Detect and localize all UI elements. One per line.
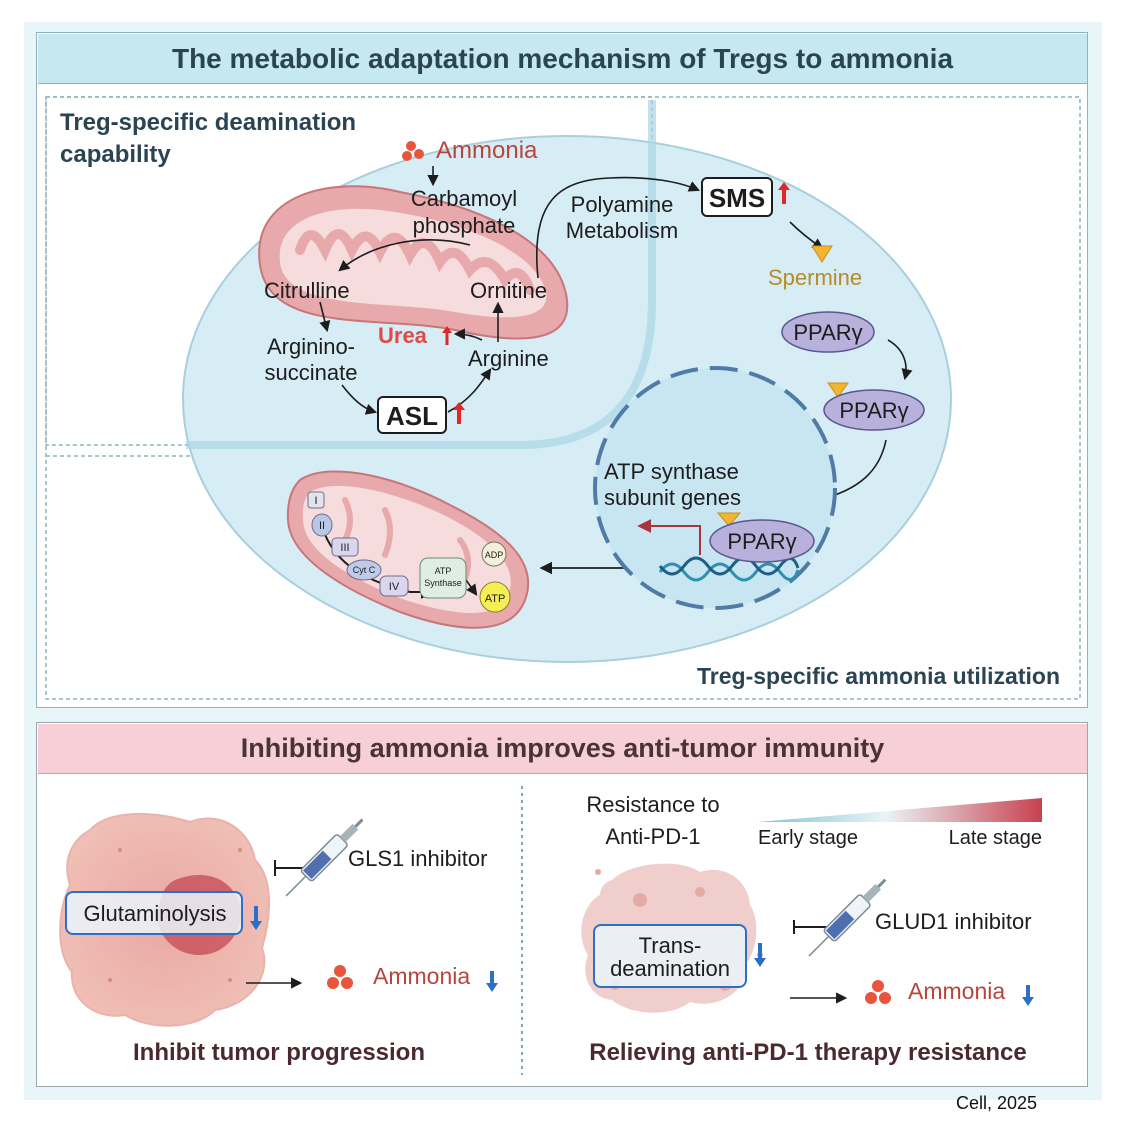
adp-shape — [481, 541, 507, 567]
left-caption: Inhibit tumor progression — [133, 1039, 425, 1066]
resistance-label-1: Resistance to — [586, 792, 719, 817]
cell-divider — [186, 100, 656, 449]
bottom-title: Inhibiting ammonia improves anti-tumor i… — [240, 733, 885, 763]
top-header: The metabolic adaptation mechanism of Tr… — [38, 34, 1087, 84]
spermine-label: Spermine — [768, 265, 862, 290]
carbamoyl-label-1: Carbamoyl — [411, 186, 517, 211]
ornitine-label: Ornitine — [470, 278, 547, 303]
asl-label: ASL — [386, 401, 438, 431]
atp-genes-label-1: ATP synthase — [604, 459, 739, 484]
ammonia-icon-right — [865, 980, 891, 1004]
polyamine-label-1: Polyamine — [571, 192, 674, 217]
adp-label: ADP — [485, 550, 504, 560]
sms-box — [701, 177, 773, 217]
urea-label: Urea — [378, 323, 428, 348]
ppar-2-label: PPARγ — [839, 398, 908, 423]
ppar-3-shape — [709, 519, 815, 563]
glutaminolysis-box — [65, 891, 243, 935]
atp-shape — [479, 581, 511, 613]
resistance-label-2: Anti-PD-1 — [605, 824, 700, 849]
transdeamination-box — [593, 924, 747, 988]
glud1-inhibitor-label: GLUD1 inhibitor — [875, 909, 1032, 934]
ammonia-right-down-arrow-icon — [1022, 985, 1034, 1006]
cytc-label: Cyt C — [353, 565, 376, 575]
ammonia-icon-top — [402, 141, 424, 161]
ammonia-left-label: Ammonia — [373, 963, 470, 989]
right-caption: Relieving anti-PD-1 therapy resistance — [589, 1039, 1026, 1066]
atp-genes-label-2: subunit genes — [604, 485, 741, 510]
gls1-inhibitor-label: GLS1 inhibitor — [348, 846, 487, 871]
glutaminolysis-label: Glutaminolysis — [83, 901, 226, 926]
complex-iv-label: IV — [389, 581, 400, 593]
bottom-header: Inhibiting ammonia improves anti-tumor i… — [38, 724, 1087, 774]
atp-synthase-label-1: ATP — [435, 566, 452, 576]
stage-gradient-wedge — [758, 798, 1042, 822]
ammonia-icon-left — [327, 965, 353, 989]
citrulline-label: Citrulline — [264, 278, 350, 303]
ppar-2-shape — [823, 389, 925, 431]
urea-up-arrow-icon — [442, 326, 452, 345]
arginino-label-2: succinate — [265, 360, 358, 385]
figure-title: The metabolic adaptation mechanism of Tr… — [171, 42, 954, 74]
ppar-3-ligand-icon — [716, 512, 742, 527]
ppar-1-label: PPARγ — [793, 320, 862, 345]
transcription-arrow — [637, 519, 701, 555]
syringe-right-icon — [793, 878, 887, 957]
asl-box — [377, 396, 447, 434]
mitochondrion-top — [258, 185, 569, 340]
arginino-label-1: Arginino- — [267, 334, 355, 359]
ammonia-right-label: Ammonia — [908, 978, 1005, 1004]
transdeamination-label-2: deamination — [610, 956, 730, 981]
cytc-shape — [346, 559, 382, 581]
polyamine-label-2: Metabolism — [566, 218, 678, 243]
complex-ii-shape — [311, 513, 333, 537]
ammonia-label-top: Ammonia — [436, 137, 538, 164]
sms-label: SMS — [709, 183, 765, 213]
spermine-triangle-icon — [811, 245, 833, 263]
atp-synthase-label-2: Synthase — [424, 578, 462, 588]
transdeamination-label-1: Trans- — [639, 933, 702, 958]
glutaminolysis-down-arrow-icon — [250, 906, 262, 930]
complex-iii-shape — [331, 537, 359, 557]
atp-synthase-shape — [419, 557, 467, 599]
complex-iv-shape — [379, 575, 409, 597]
citation-credit: Cell, 2025 — [956, 1093, 1038, 1113]
arginine-label: Arginine — [468, 346, 549, 371]
early-stage-label: Early stage — [758, 827, 858, 849]
complex-ii-label: II — [319, 520, 325, 532]
section-right-label: Treg-specific ammonia utilization — [697, 663, 1060, 689]
ppar-3-label: PPARγ — [727, 529, 796, 554]
atp-label: ATP — [485, 593, 506, 605]
carbamoyl-label-2: phosphate — [413, 213, 516, 238]
complex-i-shape — [307, 491, 325, 509]
dna-helix-icon — [658, 556, 800, 582]
complex-iii-label: III — [340, 542, 349, 554]
sms-up-arrow-icon — [778, 182, 790, 204]
transdeamination-down-arrow-icon — [754, 943, 766, 967]
asl-up-arrow-icon — [453, 402, 465, 424]
late-stage-label: Late stage — [949, 827, 1042, 849]
complex-i-label: I — [314, 495, 317, 507]
ammonia-left-down-arrow-icon — [486, 971, 498, 992]
ppar-2-ligand-icon — [827, 382, 849, 398]
syringe-left-icon — [274, 818, 364, 897]
ppar-1-shape — [781, 311, 875, 353]
